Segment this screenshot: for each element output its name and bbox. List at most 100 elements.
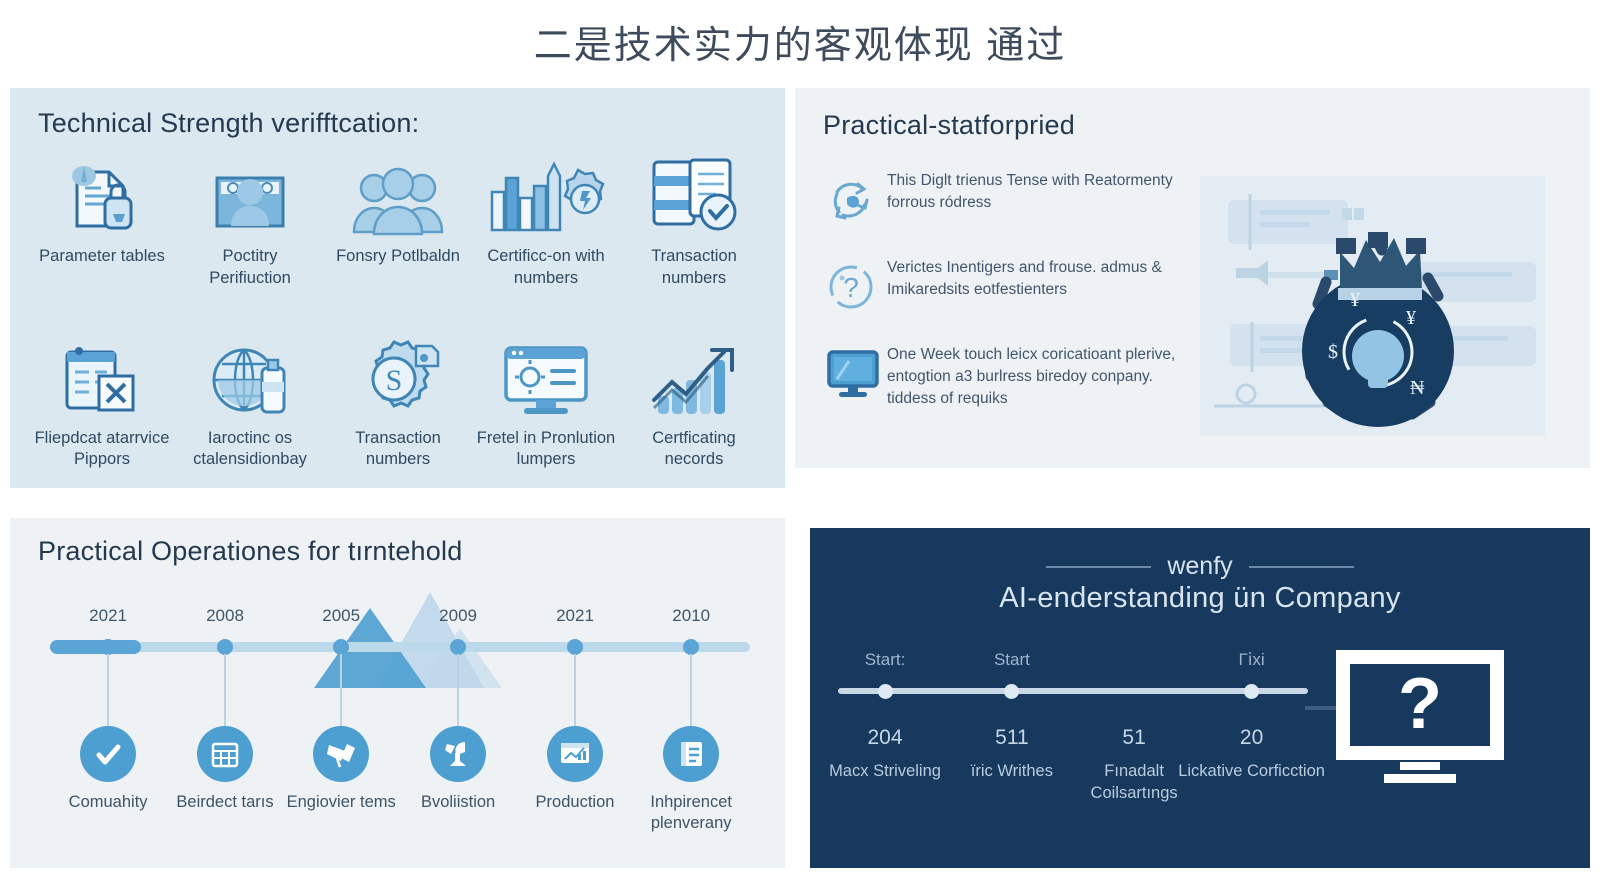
list-item[interactable]: One Week touch leicx coricatioant pleriv…	[825, 344, 1195, 410]
svg-text:₦: ₦	[1410, 377, 1425, 399]
timeline-node-comuahity[interactable]: Comuahity	[33, 726, 183, 813]
monitor-settings-icon	[500, 336, 592, 418]
ai-milestone-caption: Macx Striveling	[829, 762, 941, 780]
icon-label: Fliepdcat atarrvice Pippors	[34, 428, 170, 469]
icon-cell-transaction-numbers-2[interactable]: S Transaction numbers	[324, 336, 472, 472]
ai-milestone-head: Start:	[864, 650, 906, 669]
gear-coin-icon: S	[354, 336, 442, 418]
timeline-dot[interactable]	[100, 639, 117, 655]
timeline-dot[interactable]	[450, 639, 467, 655]
panel-practical-title: Practical-statforpried	[823, 110, 1075, 140]
icon-label: Iaroctinc os ctalensidionbay	[193, 428, 307, 469]
crown-badge-security-illustration: ¥¥ $₦	[1200, 176, 1545, 436]
timeline-node-bvoliistion[interactable]: Bvoliistion	[383, 726, 533, 813]
timeline-dot[interactable]	[333, 639, 350, 655]
people-group-icon	[350, 154, 446, 236]
timeline-node-label: Comuahity	[68, 793, 148, 811]
icon-cell-fretel[interactable]: Fretel in Pronlution lumpers	[472, 336, 620, 472]
ai-milestone-number: 204	[867, 726, 903, 749]
timeline-year: 2009	[439, 606, 478, 625]
timeline-year-labels: 2021 2008 2005 2009 2021 2010	[50, 606, 750, 632]
ai-milestone-number: 511	[995, 726, 1029, 749]
icon-label: Fonsry Potlbaldn	[336, 247, 460, 265]
svg-text:¥: ¥	[1406, 307, 1416, 329]
list-item-text: This Diglt trienus Tense with Reatorment…	[887, 172, 1173, 211]
ai-milestone-numbers: 204 511 51 20	[838, 726, 1308, 760]
ai-milestone-caption: Fınadalt Coilsartıngs	[1090, 762, 1178, 803]
monitor-icon	[825, 344, 887, 410]
document-check-icon	[646, 154, 742, 236]
ai-timeline-bar[interactable]	[838, 684, 1308, 699]
satellite-dish-icon	[430, 726, 487, 782]
notebook-icon	[663, 726, 720, 782]
timeline-dot[interactable]	[567, 639, 583, 655]
icon-cell-iaroctinc[interactable]: Iaroctinc os ctalensidionbay	[176, 336, 324, 472]
divider-left	[1046, 565, 1152, 568]
ai-milestone-number: 51	[1122, 726, 1146, 749]
icon-cell-fonsry[interactable]: Fonsry Potlbaldn	[324, 154, 472, 290]
timeline-year: 2021	[89, 606, 128, 625]
ai-milestone-caption: ïric Writhes	[970, 762, 1053, 780]
divider-right	[1248, 565, 1354, 568]
timeline-dot[interactable]	[217, 639, 233, 655]
icon-cell-certification[interactable]: Certificc-on with numbers	[472, 154, 620, 290]
list-item[interactable]: ? Verictes Inentigers and frouse. admus …	[825, 257, 1195, 318]
svg-text:?: ?	[843, 272, 859, 303]
panel-operations-title: Practical Operationes for tırntehold	[38, 536, 463, 566]
page-title: 二是技术实力的客观体现 通过	[533, 25, 1067, 67]
megaphone-icon	[313, 726, 370, 782]
icon-label: Transaction numbers	[651, 247, 737, 287]
list-item[interactable]: This Diglt trienus Tense with Reatorment…	[825, 170, 1195, 231]
timeline-dot[interactable]	[683, 639, 700, 655]
panel-technical-strength: Technical Strength verifftcation:	[10, 88, 785, 488]
timeline-node-beirdect[interactable]: Beirdect tarıs	[150, 726, 300, 813]
growth-chart-icon	[646, 336, 742, 418]
dashboard-screen-icon	[547, 726, 603, 782]
operations-timeline: 2021 2008 2005 2009 2021 2010	[50, 606, 750, 856]
monitor-question-glyph: ?	[1398, 664, 1442, 744]
ai-milestone-timeline: Start: Start Гⅰxi 204 511 51 20 Macx Str…	[829, 650, 1325, 820]
list-item-text: One Week touch leicx coricatioant pleriv…	[887, 346, 1176, 407]
icon-label: Parameter tables	[39, 247, 165, 265]
icon-row-bottom: Fliepdcat atarrvice Pippors	[28, 336, 768, 472]
globe-bottle-icon	[206, 336, 294, 418]
clipboard-x-icon	[59, 336, 145, 418]
timeline-node-list: Comuahity Beirdect tarıs	[50, 726, 750, 856]
timeline-year: 2010	[672, 606, 711, 625]
timeline-node-inhpirencet[interactable]: Inhpirencet plenverany	[616, 726, 766, 835]
timeline-node-label: Engiovier tems	[286, 793, 396, 811]
panel-operations: Practical Operationes for tırntehold 202…	[10, 518, 785, 868]
timeline-year: 2008	[206, 606, 244, 625]
ai-timeline-dot[interactable]	[1004, 684, 1020, 699]
icon-cell-poctitry[interactable]: Poctitry Perifiuction	[176, 154, 324, 290]
recycle-arrows-icon	[825, 170, 887, 231]
timeline-year: 2005	[322, 606, 361, 625]
icon-cell-fliepdcat[interactable]: Fliepdcat atarrvice Pippors	[28, 336, 176, 472]
timeline-track	[50, 642, 750, 652]
svg-text:$: $	[1328, 341, 1338, 363]
timeline-node-engiovier[interactable]: Engiovier tems	[266, 726, 416, 813]
timeline-bar[interactable]	[50, 639, 750, 655]
ai-timeline-dot[interactable]	[877, 684, 893, 699]
question-clock-icon: ?	[825, 257, 887, 318]
timeline-node-label: Production	[535, 793, 615, 811]
icon-label: Certificc-on with numbers	[487, 247, 605, 287]
ai-timeline-track	[838, 688, 1308, 694]
icon-row-top: Parameter tables Poctitry Perifiu	[28, 154, 768, 290]
timeline-node-production[interactable]: Production	[500, 726, 650, 813]
ai-milestone-head: Гⅰxi	[1238, 650, 1265, 669]
icon-cell-transaction-numbers-1[interactable]: Transaction numbers	[620, 154, 768, 290]
document-lock-icon	[57, 154, 147, 236]
id-card-person-icon	[207, 154, 293, 236]
timeline-year: 2021	[556, 606, 594, 625]
icon-label: Fretel in Pronlution lumpers	[476, 428, 616, 469]
icon-cell-parameter-tables[interactable]: Parameter tables	[28, 154, 176, 290]
ai-eyebrow: wenfy	[810, 552, 1590, 581]
ai-milestone-captions: Macx Striveling ïric Writhes Fınadalt Co…	[829, 760, 1325, 820]
ai-timeline-dot[interactable]	[1244, 684, 1260, 699]
svg-text:S: S	[386, 364, 403, 397]
bar-chart-badge-icon	[486, 154, 606, 236]
ai-milestone-heads: Start: Start Гⅰxi	[838, 650, 1308, 676]
icon-cell-certficating[interactable]: Certficating necords	[620, 336, 768, 472]
